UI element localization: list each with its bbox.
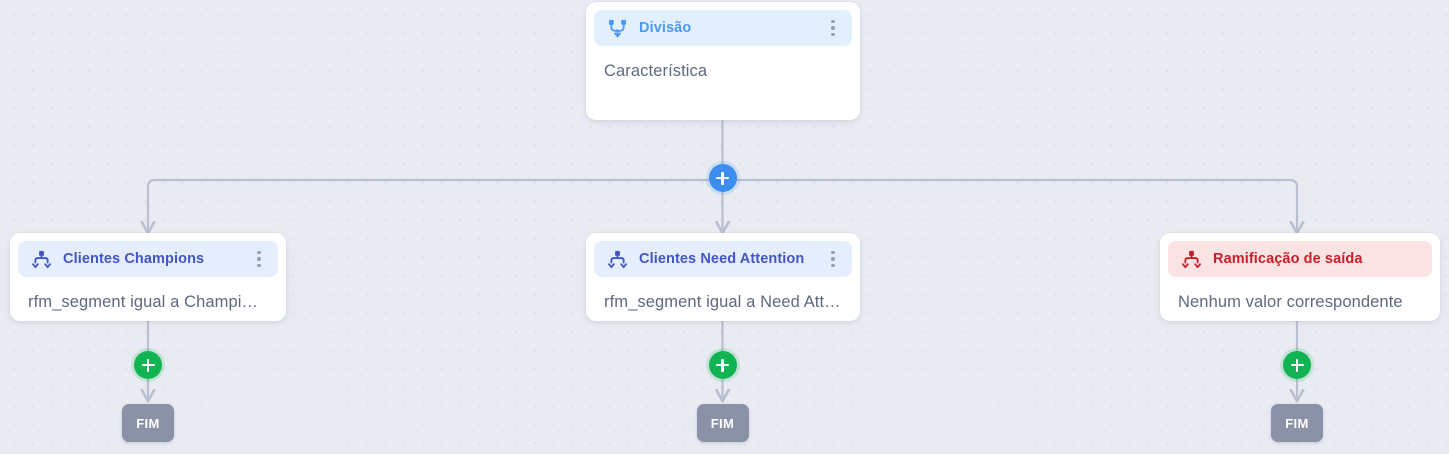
end-node-exit[interactable]: FIM (1271, 404, 1323, 442)
node-clientes-champions-header[interactable]: Clientes Champions (18, 241, 278, 277)
end-node-need-attention[interactable]: FIM (696, 404, 749, 442)
node-clientes-need-attention-title: Clientes Need Attention (639, 251, 805, 267)
branch-split-icon (30, 248, 52, 270)
kebab-menu-icon[interactable] (824, 247, 842, 271)
node-ramificacao-saida-body: Nenhum valor correspondente (1178, 293, 1403, 311)
add-step-button-exit[interactable] (1283, 351, 1311, 379)
kebab-menu-icon[interactable] (824, 16, 842, 40)
branch-split-icon (606, 248, 628, 270)
kebab-menu-icon[interactable] (250, 247, 268, 271)
plus-vertical-bar (146, 358, 150, 372)
end-node-label: FIM (136, 415, 160, 431)
node-clientes-champions[interactable]: Clientes Champions rfm_segment igual a C… (10, 233, 286, 321)
node-ramificacao-saida[interactable]: Ramificação de saída Nenhum valor corres… (1160, 233, 1440, 321)
plus-vertical-bar (721, 171, 724, 185)
add-branch-button[interactable] (708, 164, 737, 192)
node-clientes-champions-title: Clientes Champions (63, 251, 205, 267)
merge-split-icon (606, 17, 628, 39)
node-divisao-title: Divisão (639, 20, 692, 36)
node-clientes-need-attention-header[interactable]: Clientes Need Attention (594, 241, 852, 277)
end-node-label: FIM (1285, 415, 1309, 431)
node-clientes-need-attention-body: rfm_segment igual a Need Att… (604, 293, 841, 311)
end-node-label: FIM (710, 415, 735, 431)
plus-vertical-bar (721, 358, 724, 372)
plus-vertical-bar (1295, 358, 1299, 372)
node-ramificacao-saida-title: Ramificação de saída (1213, 251, 1363, 267)
node-divisao-header[interactable]: Divisão (594, 10, 852, 46)
add-step-button-champions[interactable] (134, 351, 162, 379)
node-clientes-need-attention[interactable]: Clientes Need Attention rfm_segment igua… (586, 233, 860, 321)
node-clientes-champions-body: rfm_segment igual a Champi… (28, 293, 259, 311)
node-ramificacao-saida-header[interactable]: Ramificação de saída (1168, 241, 1432, 277)
node-divisao[interactable]: Divisão Característica (586, 2, 860, 120)
node-divisao-body: Característica (604, 62, 708, 80)
end-node-champions[interactable]: FIM (122, 404, 174, 442)
branch-split-icon (1180, 248, 1202, 270)
add-step-button-need-attention[interactable] (708, 351, 737, 379)
